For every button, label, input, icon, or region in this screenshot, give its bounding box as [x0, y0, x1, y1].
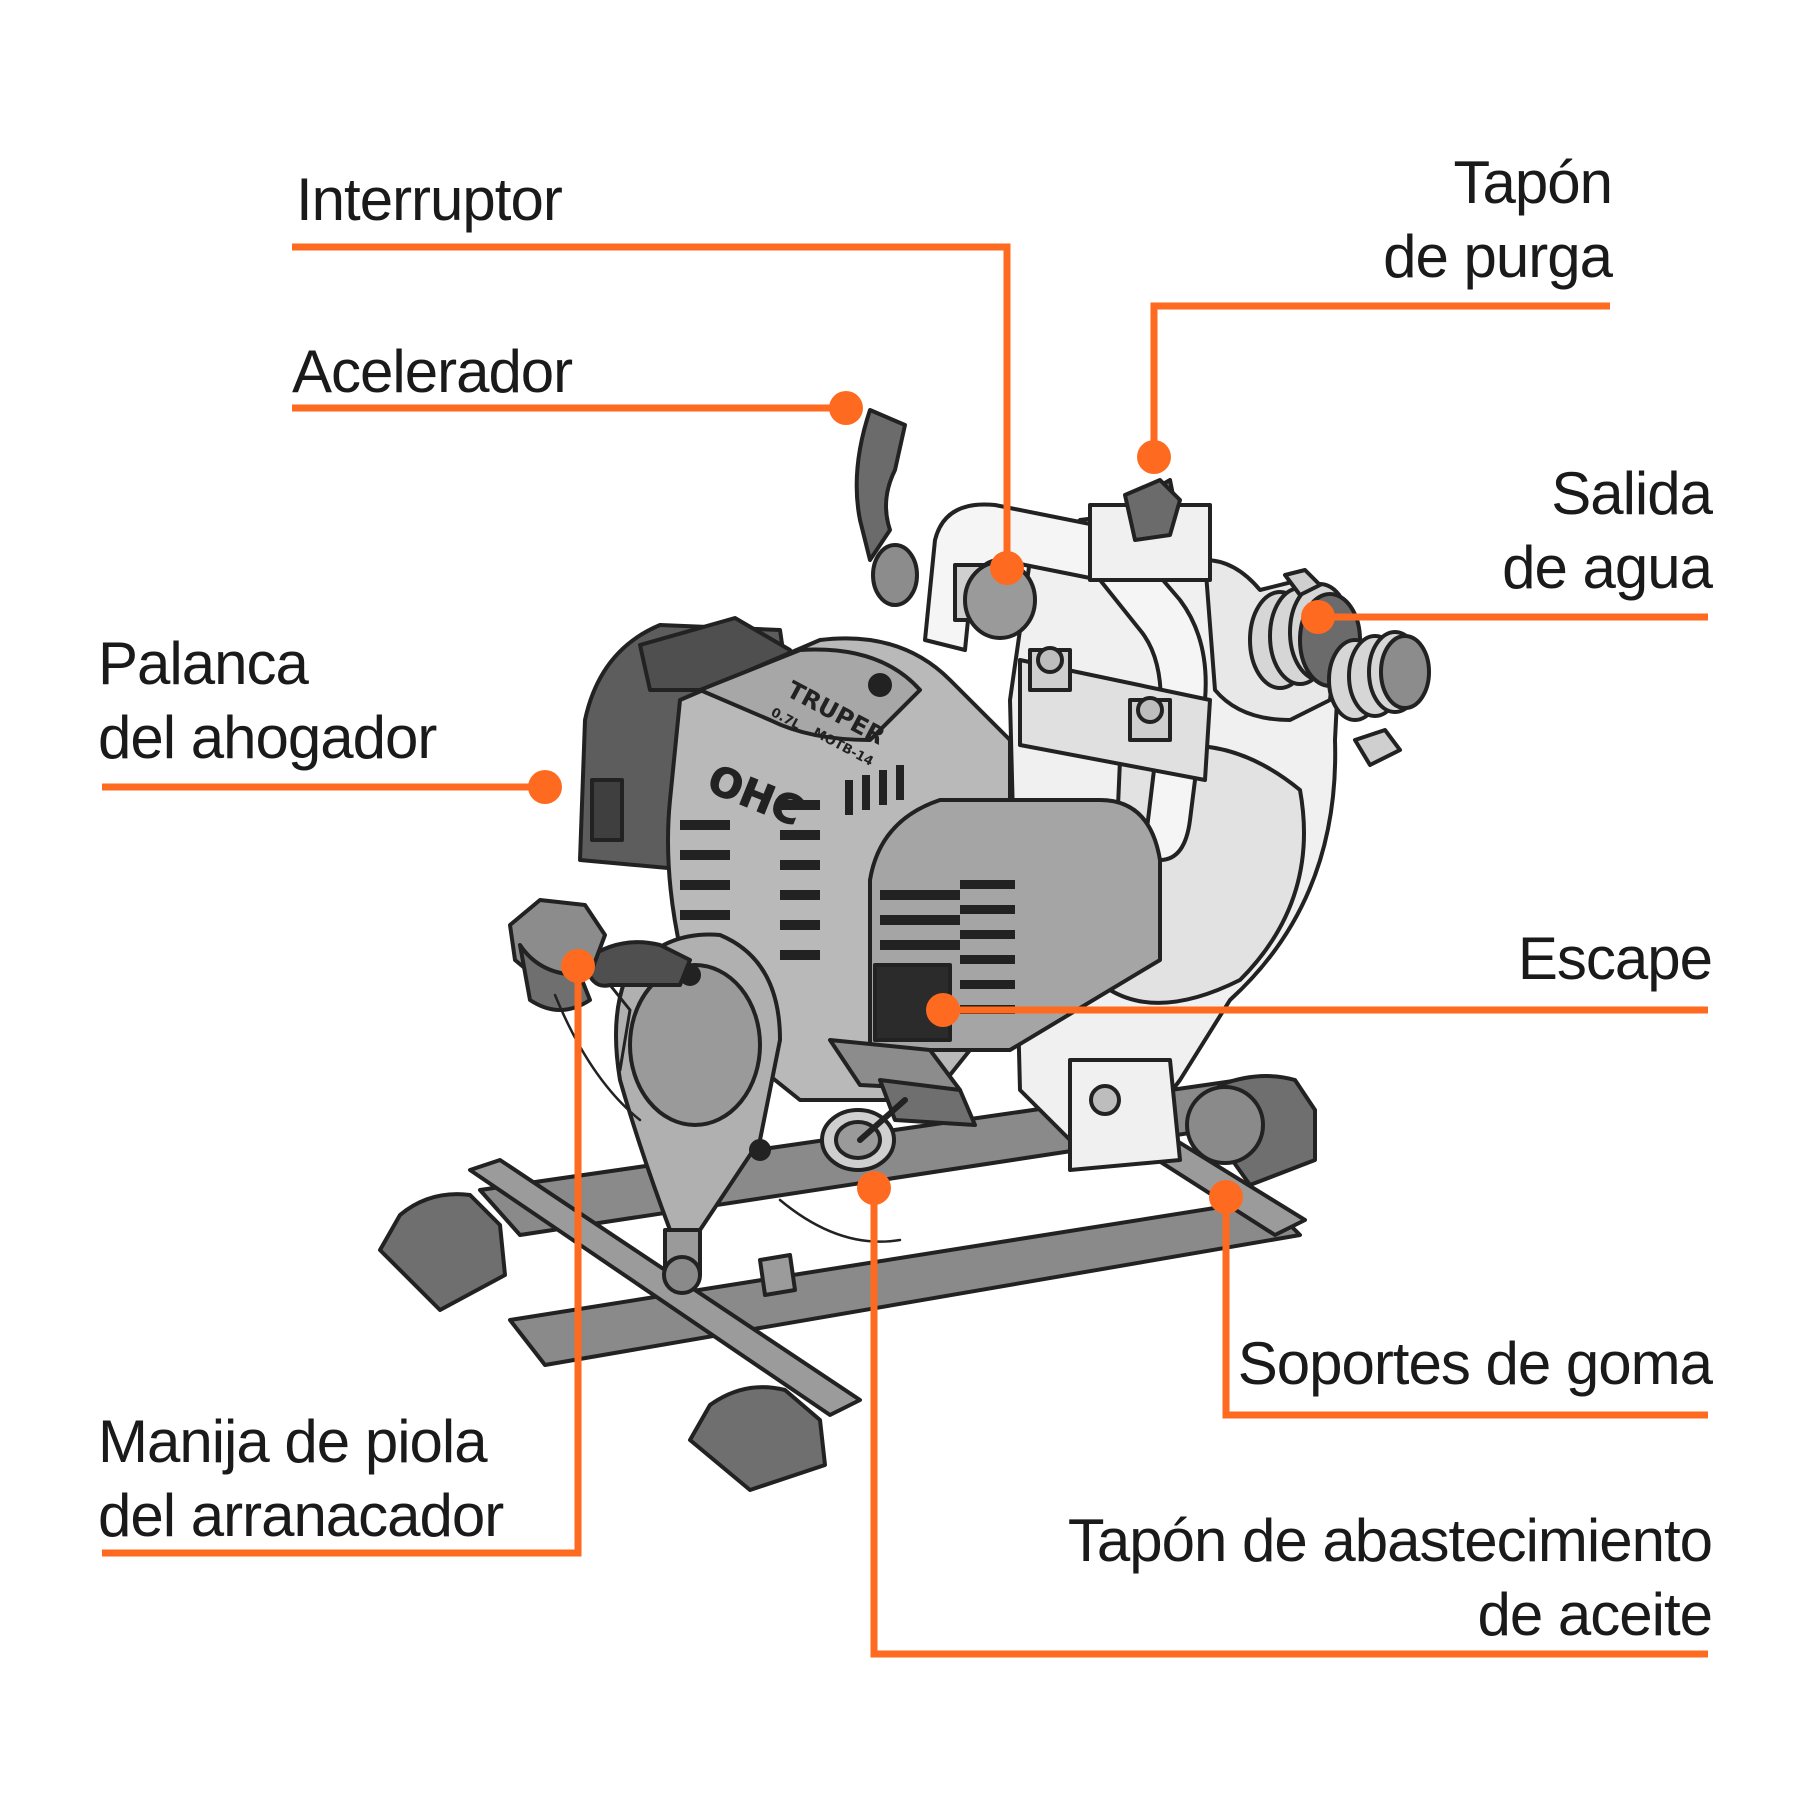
oil-filler-cap — [820, 1097, 908, 1172]
callout-dot-salida — [1301, 600, 1335, 634]
cable-lines — [553, 993, 902, 1243]
label-palanca-line-1: Palanca — [98, 630, 309, 697]
callout-line-interruptor — [292, 243, 1011, 568]
label-soportes-text: Soportes de goma — [1237, 1330, 1713, 1397]
callout-dot-acelerador — [829, 391, 863, 425]
engine-body — [666, 636, 1162, 1127]
callout-line-tapon-purga — [1150, 302, 1610, 457]
label-escape: Escape — [1517, 922, 1713, 996]
label-acelerador: Acelerador — [292, 335, 573, 409]
starter-pull-handle — [583, 940, 692, 1072]
label-soportes-goma: Soportes de goma — [1237, 1327, 1713, 1401]
label-escape-text: Escape — [1517, 925, 1713, 992]
callout-dot-escape — [926, 993, 960, 1027]
label-palanca-line-2: del ahogador — [98, 704, 437, 771]
label-acelerador-text: Acelerador — [292, 338, 573, 405]
label-salida-line-2: de agua — [1502, 534, 1713, 601]
throttle-lever — [854, 408, 919, 607]
callout-line-manija — [102, 966, 582, 1557]
label-interruptor-text: Interruptor — [296, 166, 563, 233]
label-tapon-aceite: Tapón de abastecimiento de aceite — [1067, 1504, 1713, 1652]
callout-dot-tapon-purga — [1137, 440, 1171, 474]
callout-dot-soportes — [1209, 1180, 1243, 1214]
label-palanca-ahogador: Palanca del ahogador — [98, 627, 437, 775]
label-tapon-aceite-line-2: de aceite — [1477, 1581, 1713, 1648]
callout-dots — [528, 391, 1335, 1214]
pump-flange — [1018, 646, 1212, 782]
callout-line-soportes — [1222, 1197, 1708, 1419]
callout-dot-palanca — [528, 770, 562, 804]
label-tapon-purga: Tapón de purga — [1383, 146, 1613, 294]
label-manija-line-1: Manija de piola — [98, 1408, 488, 1475]
label-interruptor: Interruptor — [296, 163, 563, 237]
callout-dot-manija — [561, 949, 595, 983]
label-tapon-purga-line-1: Tapón — [1453, 149, 1613, 216]
callout-line-tapon-aceite — [870, 1188, 1708, 1658]
label-tapon-aceite-line-1: Tapón de abastecimiento — [1067, 1507, 1713, 1574]
callout-dot-tapon-aceite — [857, 1171, 891, 1205]
label-manija-line-2: del arranacador — [98, 1482, 504, 1549]
callouts — [102, 243, 1708, 1658]
rubber-feet — [378, 1074, 1317, 1492]
label-salida-line-1: Salida — [1551, 460, 1713, 527]
label-manija-arrancador: Manija de piola del arranacador — [98, 1405, 504, 1553]
outlet-fittings — [1203, 558, 1431, 767]
drain-plug-part — [1088, 478, 1212, 582]
label-tapon-purga-line-2: de purga — [1383, 223, 1613, 290]
callout-dot-interruptor — [990, 551, 1024, 585]
label-salida-agua: Salida de agua — [1502, 457, 1713, 605]
recoil-starter — [614, 932, 782, 1295]
